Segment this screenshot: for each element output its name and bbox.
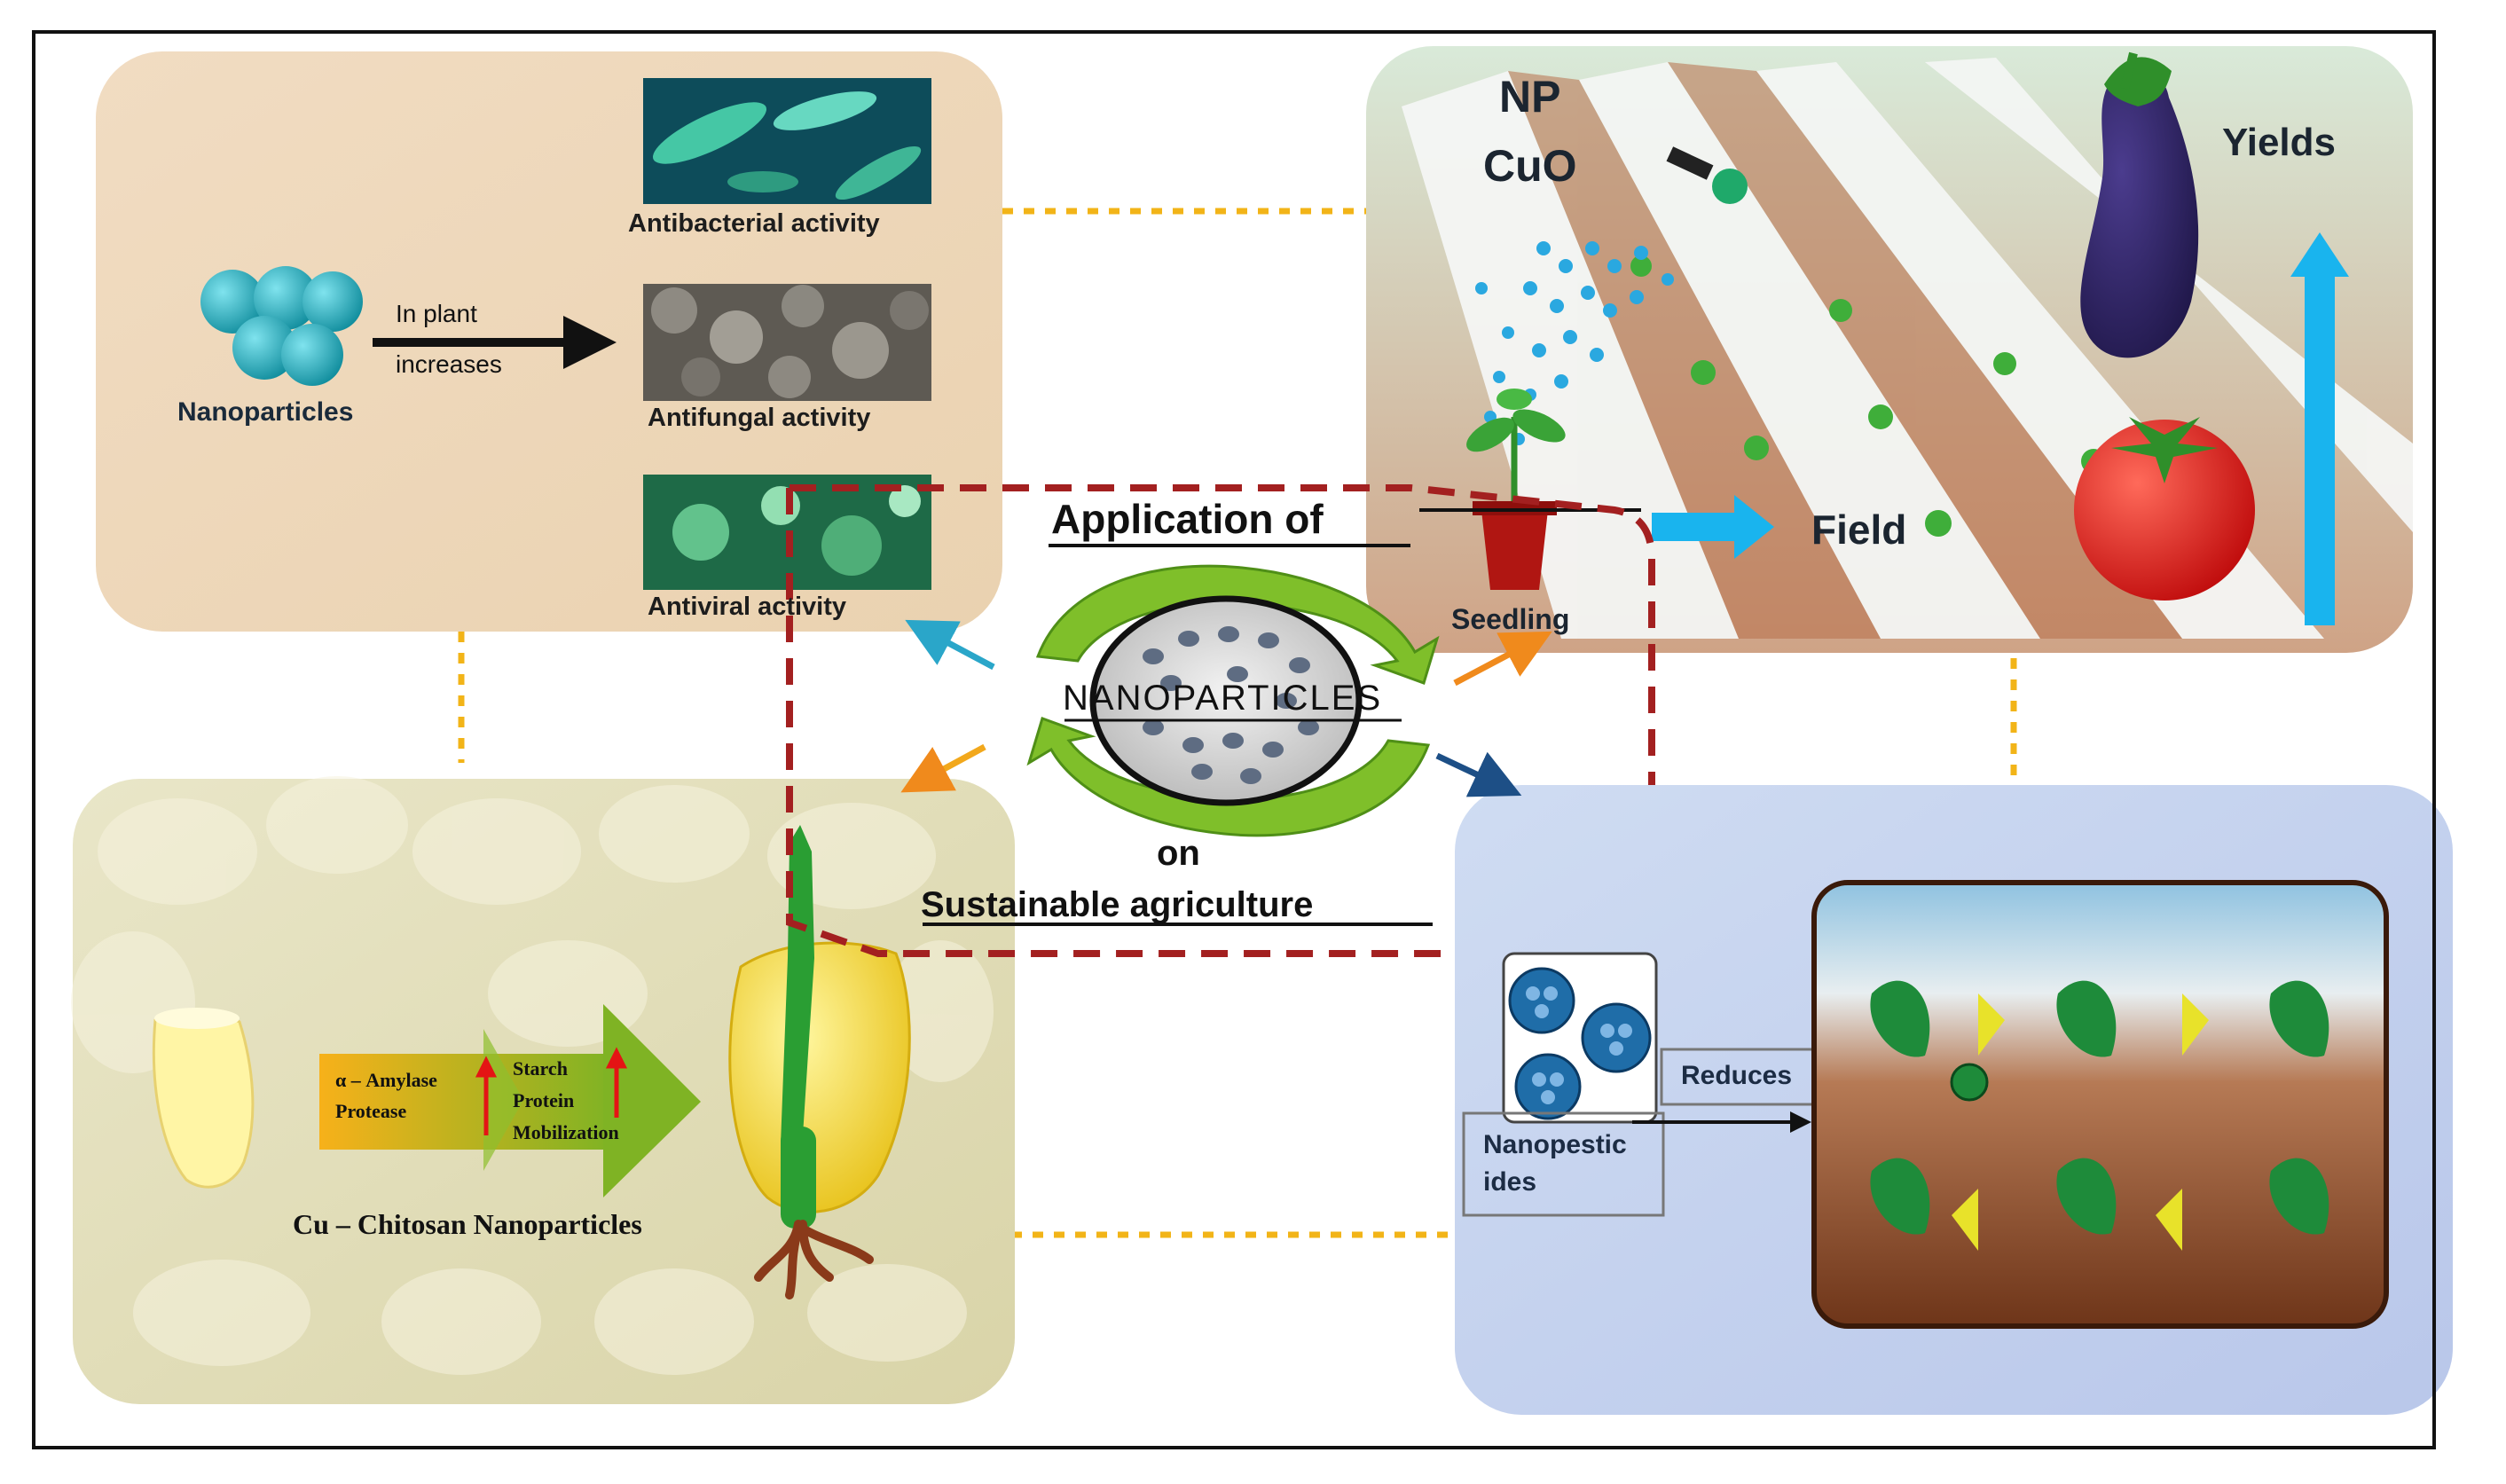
- arrow-label-in-plant: In plant: [396, 300, 477, 327]
- arrow-label-increases: increases: [396, 350, 502, 378]
- enzyme-protease-label: Protease: [335, 1100, 407, 1122]
- cu-chitosan-caption: Cu – Chitosan Nanoparticles: [293, 1208, 642, 1240]
- nanopesticides-label-line1: Nanopestic: [1483, 1130, 1627, 1159]
- nanoparticle-spray: [1475, 241, 1674, 445]
- reduces-label: Reduces: [1681, 1061, 1793, 1090]
- tomato-icon: [2074, 417, 2255, 601]
- nanopesticides-label-line2: ides: [1483, 1167, 1537, 1197]
- crop-soil-diagram: [1811, 880, 2389, 1329]
- enzyme-amylase-label: α – Amylase: [335, 1069, 437, 1091]
- figure-frame: [32, 30, 2436, 1449]
- protein-label: Protein: [513, 1089, 575, 1111]
- bacteria-image: [643, 78, 931, 204]
- panel-germination: [71, 776, 1015, 1404]
- field-label: Field: [1811, 506, 1907, 553]
- radiating-arrows: [900, 619, 1552, 797]
- mobilization-arrow-icon: [319, 1004, 701, 1197]
- nanoparticles-label: Nanoparticles: [177, 397, 354, 427]
- title-application-of: Application of: [1051, 496, 1324, 542]
- seedling-label: Seedling: [1451, 603, 1570, 635]
- nanoparticle-cluster-icon: [200, 266, 363, 386]
- panel-antimicrobial: [96, 51, 1002, 632]
- dotted-connectors: [458, 208, 2017, 1238]
- np-label: NP: [1499, 72, 1561, 122]
- activity-antiviral-label: Antiviral activity: [648, 593, 847, 621]
- to-field-arrow-icon: [1652, 495, 1774, 559]
- panel-pesticides: [1455, 785, 2453, 1415]
- central-cycle: [923, 544, 1440, 926]
- germinating-seed-icon: [728, 825, 911, 1299]
- eggplant-icon: [2080, 51, 2199, 358]
- panel-field: [1366, 46, 2413, 653]
- starch-label: Starch: [513, 1057, 568, 1080]
- nanoparticles-core: [1089, 595, 1363, 806]
- nanoparticles-core-label: NANOPARTICLES: [1063, 679, 1383, 718]
- yield-increase-arrow-icon: [2290, 232, 2349, 625]
- activity-antibacterial-label: Antibacterial activity: [628, 209, 880, 238]
- sprayer-icon: [1666, 146, 1748, 204]
- dashed-link-box: [786, 484, 1655, 957]
- mobilization-label: Mobilization: [513, 1121, 619, 1143]
- corn-seed-icon: [152, 1008, 255, 1189]
- cuo-label: CuO: [1483, 141, 1577, 191]
- nanopesticide-capsule-icon: [1502, 952, 1658, 1124]
- fungi-image: [643, 284, 931, 401]
- yields-label: Yields: [2222, 121, 2336, 164]
- activity-antifungal-label: Antifungal activity: [648, 404, 871, 432]
- increase-indicator-icons: [475, 1047, 628, 1135]
- title-sustainable-agriculture: Sustainable agriculture: [921, 885, 1314, 924]
- connector-on-label: on: [1157, 834, 1200, 873]
